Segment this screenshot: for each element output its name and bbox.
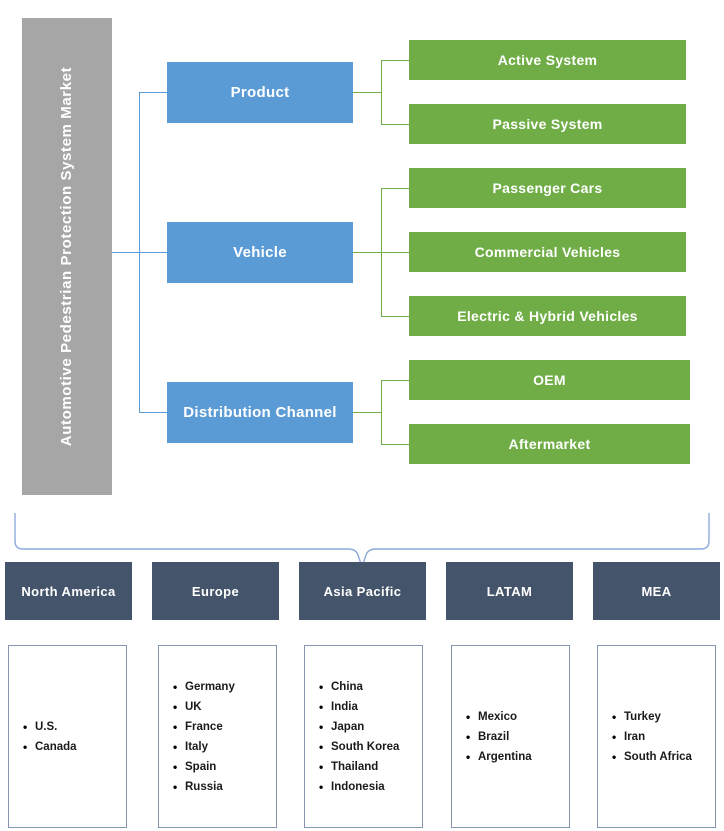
connector-green-vehicle-stem <box>353 252 382 253</box>
connector-blue-root-stub <box>112 252 140 253</box>
connector-green-to-aftermarket <box>381 444 409 445</box>
region-country-list-mea: TurkeyIranSouth Africa <box>597 645 716 828</box>
subsegment-label-oem: OEM <box>533 372 566 388</box>
region-header-mea[interactable]: MEA <box>593 562 720 620</box>
root-market-title-bar: Automotive Pedestrian Protection System … <box>22 18 112 495</box>
segment-box-distribution-channel[interactable]: Distribution Channel <box>167 382 353 443</box>
subsegment-box-passenger-cars[interactable]: Passenger Cars <box>409 168 686 208</box>
list-item: Canada <box>23 737 126 757</box>
list-item: Indonesia <box>319 777 422 797</box>
connector-green-to-oem <box>381 380 409 381</box>
subsegment-label-active-system: Active System <box>497 52 598 68</box>
country-list-latam: MexicoBrazilArgentina <box>452 707 569 767</box>
region-country-list-latam: MexicoBrazilArgentina <box>451 645 570 828</box>
connector-green-distribution-trunk <box>381 380 382 444</box>
root-market-title: Automotive Pedestrian Protection System … <box>58 66 76 447</box>
region-header-asia-pacific[interactable]: Asia Pacific <box>299 562 426 620</box>
list-item: Japan <box>319 717 422 737</box>
subsegment-label-electric-hybrid-vehicles: Electric & Hybrid Vehicles <box>457 308 638 324</box>
list-item: South Korea <box>319 737 422 757</box>
connector-green-to-passive-system <box>381 124 409 125</box>
list-item: Italy <box>173 737 276 757</box>
region-header-label-europe: Europe <box>191 583 240 599</box>
list-item: France <box>173 717 276 737</box>
region-header-north-america[interactable]: North America <box>5 562 132 620</box>
subsegment-label-commercial-vehicles: Commercial Vehicles <box>474 244 621 260</box>
connector-blue-to-vehicle <box>139 252 168 253</box>
country-list-north-america: U.S.Canada <box>9 717 126 757</box>
list-item: Turkey <box>612 707 715 727</box>
list-item: UK <box>173 697 276 717</box>
list-item: South Africa <box>612 747 715 767</box>
list-item: India <box>319 697 422 717</box>
connector-green-product-stem <box>353 92 382 93</box>
subsegment-box-oem[interactable]: OEM <box>409 360 690 400</box>
segment-label-distribution-channel: Distribution Channel <box>183 404 337 421</box>
list-item: Mexico <box>466 707 569 727</box>
region-header-label-mea: MEA <box>641 583 672 599</box>
connector-green-distribution-stem <box>353 412 382 413</box>
connector-blue-to-product <box>139 92 168 93</box>
country-list-europe: GermanyUKFranceItalySpainRussia <box>159 677 276 797</box>
country-list-asia-pacific: ChinaIndiaJapanSouth KoreaThailandIndone… <box>305 677 422 797</box>
subsegment-box-commercial-vehicles[interactable]: Commercial Vehicles <box>409 232 686 272</box>
list-item: U.S. <box>23 717 126 737</box>
segment-label-vehicle: Vehicle <box>233 244 287 261</box>
connector-green-to-electric-hybrid-vehicles <box>381 316 409 317</box>
list-item: Thailand <box>319 757 422 777</box>
subsegment-box-aftermarket[interactable]: Aftermarket <box>409 424 690 464</box>
region-header-label-north-america: North America <box>21 583 116 599</box>
connector-green-to-active-system <box>381 60 409 61</box>
subsegment-label-aftermarket: Aftermarket <box>508 436 591 452</box>
connector-green-to-passenger-cars <box>381 188 409 189</box>
list-item: China <box>319 677 422 697</box>
region-brace <box>14 513 710 567</box>
subsegment-box-active-system[interactable]: Active System <box>409 40 686 80</box>
region-country-list-europe: GermanyUKFranceItalySpainRussia <box>158 645 277 828</box>
segment-box-product[interactable]: Product <box>167 62 353 123</box>
list-item: Argentina <box>466 747 569 767</box>
connector-green-to-commercial-vehicles <box>381 252 409 253</box>
region-header-latam[interactable]: LATAM <box>446 562 573 620</box>
list-item: Brazil <box>466 727 569 747</box>
list-item: Germany <box>173 677 276 697</box>
region-header-europe[interactable]: Europe <box>152 562 279 620</box>
country-list-mea: TurkeyIranSouth Africa <box>598 707 715 767</box>
list-item: Russia <box>173 777 276 797</box>
subsegment-label-passenger-cars: Passenger Cars <box>492 180 603 196</box>
subsegment-box-passive-system[interactable]: Passive System <box>409 104 686 144</box>
connector-green-product-trunk <box>381 60 382 124</box>
region-country-list-north-america: U.S.Canada <box>8 645 127 828</box>
connector-blue-to-distribution <box>139 412 168 413</box>
subsegment-box-electric-hybrid-vehicles[interactable]: Electric & Hybrid Vehicles <box>409 296 686 336</box>
subsegment-label-passive-system: Passive System <box>492 116 603 132</box>
region-header-label-latam: LATAM <box>486 583 533 599</box>
list-item: Spain <box>173 757 276 777</box>
segment-label-product: Product <box>230 84 290 101</box>
region-country-list-asia-pacific: ChinaIndiaJapanSouth KoreaThailandIndone… <box>304 645 423 828</box>
list-item: Iran <box>612 727 715 747</box>
segment-box-vehicle[interactable]: Vehicle <box>167 222 353 283</box>
region-header-label-asia-pacific: Asia Pacific <box>323 583 402 599</box>
